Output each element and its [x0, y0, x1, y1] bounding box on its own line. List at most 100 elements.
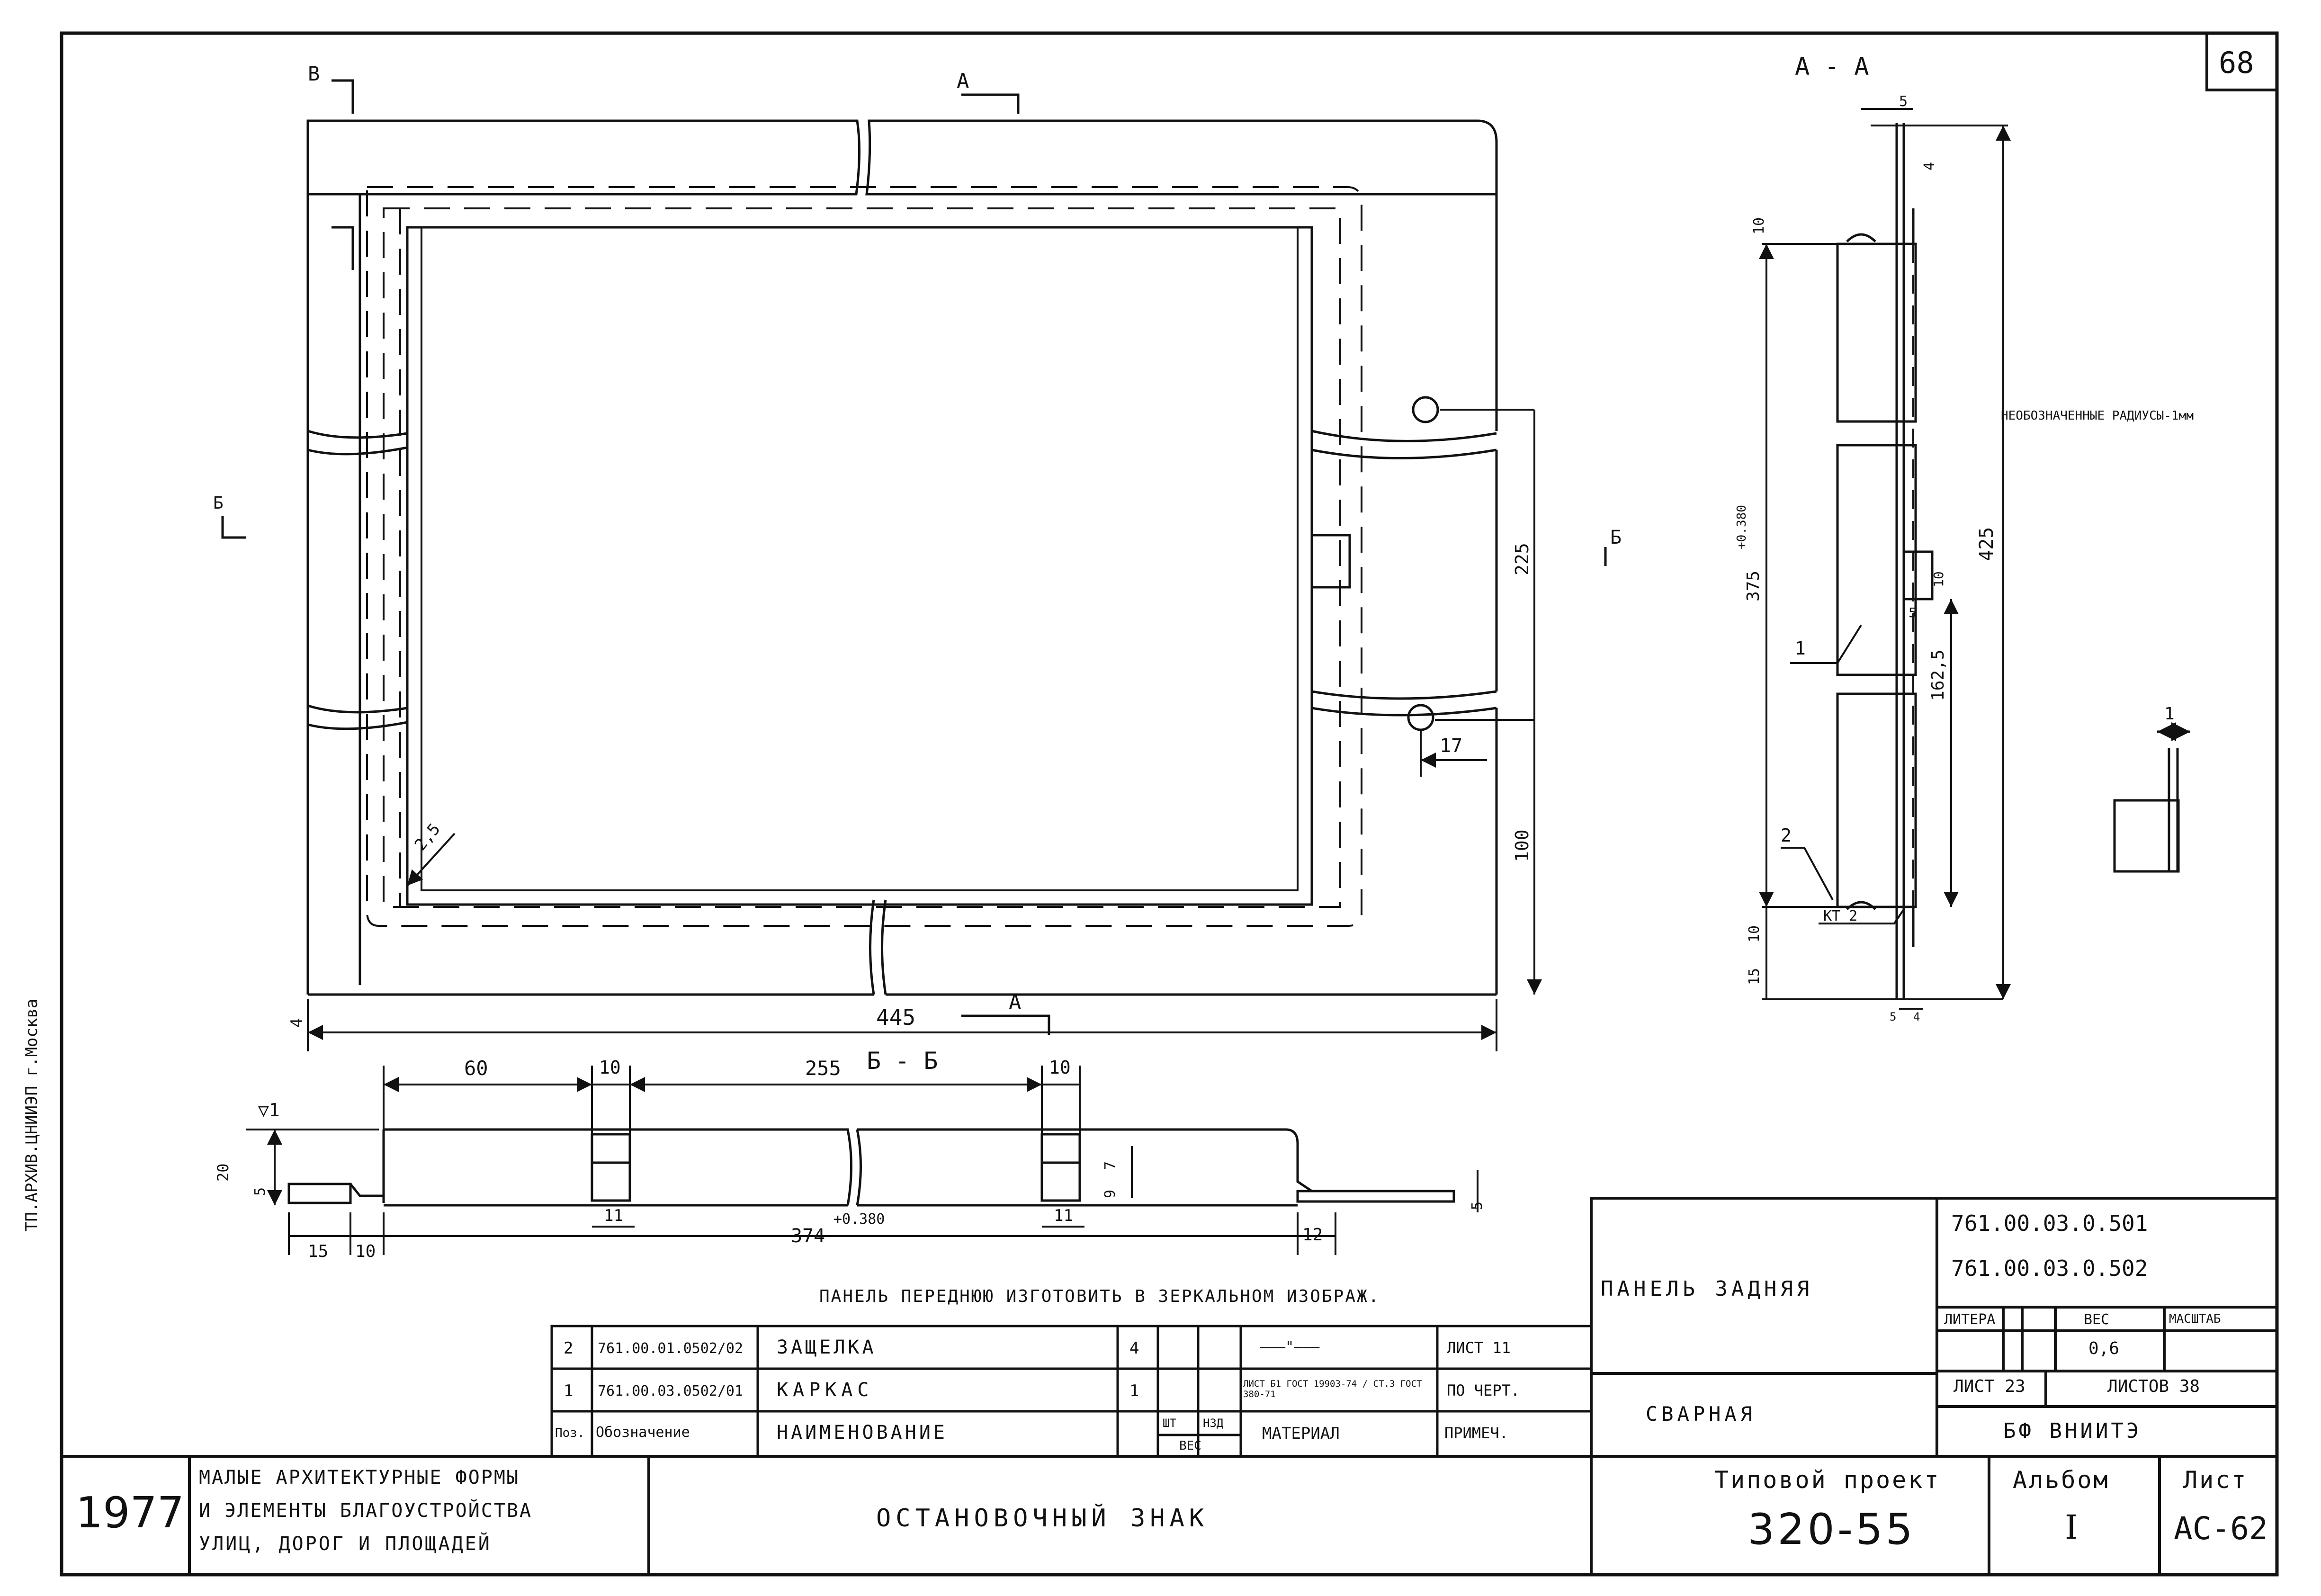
cut-b-right: Б — [1610, 527, 1622, 548]
dim-17: 17 — [1440, 735, 1463, 757]
dim-width: 445 — [876, 1004, 916, 1030]
year: 1977 — [76, 1488, 185, 1538]
spec-row-2-pos: 2 — [564, 1339, 574, 1358]
project-label: Типовой проект — [1714, 1466, 1941, 1494]
bb-tol-374: +0.380 — [833, 1211, 885, 1228]
spec-header-pos: Поз. — [555, 1426, 585, 1440]
aa-weld-mark: КТ 2 — [1823, 908, 1858, 924]
object-name: ОСТАНОВОЧНЫЙ ЗНАК — [876, 1504, 1209, 1533]
weight-value: 0,6 — [2088, 1339, 2120, 1358]
project-number: 320-55 — [1747, 1505, 1916, 1554]
spec-header-material: МАТЕРИАЛ — [1262, 1424, 1340, 1443]
list-label: ЛИСТ 23 — [1954, 1377, 2025, 1396]
section-bb-title: Б - Б — [867, 1047, 938, 1075]
section-aa-dimensions — [1759, 108, 2011, 1010]
bb-mark-v1: ▽1 — [258, 1100, 280, 1121]
dim-225: 225 — [1512, 543, 1532, 575]
spec-header-weight2: ВЕС — [1179, 1439, 1201, 1453]
section-bb-dimensions — [246, 1066, 1479, 1255]
aa-dim-4-top: 4 — [1921, 161, 1938, 170]
bb-dim-10c: 10 — [355, 1242, 376, 1261]
spec-row-1-name: КАРКАС — [777, 1379, 874, 1401]
aa-leader-1: 1 — [1795, 638, 1806, 659]
aa-dim-425: 425 — [1976, 527, 1998, 561]
aa-dim-5-mid: 5 — [1909, 605, 1917, 620]
aa-note-radii: НЕОБОЗНАЧЕННЫЕ РАДИУСЫ-1мм — [2001, 409, 2194, 423]
spec-row-2-designation: 761.00.01.0502/02 — [598, 1340, 744, 1357]
spec-header-weight1: НЗД — [1203, 1417, 1224, 1430]
cut-v: В — [308, 62, 320, 85]
hidden-lines — [366, 186, 1362, 927]
org-label: БФ ВНИИТЭ — [2003, 1419, 2142, 1443]
bb-dim-255: 255 — [805, 1057, 841, 1080]
bb-dim-11b: 11 — [1054, 1206, 1073, 1225]
aa-tol-375: +0.380 — [1735, 505, 1749, 549]
listov-label: ЛИСТОВ 38 — [2107, 1377, 2200, 1396]
aa-dim-15-bot: 15 — [1746, 968, 1763, 985]
detail-view — [2113, 722, 2190, 873]
masshtab-label: МАСШТАБ — [2169, 1312, 2221, 1326]
detail-dim-1: 1 — [2164, 704, 2175, 724]
album-value: I — [2065, 1508, 2078, 1547]
bb-dim-12: 12 — [1302, 1225, 1323, 1245]
spec-row-2-material: ———"——— — [1260, 1339, 1320, 1355]
cut-b-left: Б — [213, 493, 224, 513]
aa-dim-5-top: 5 — [1899, 93, 1908, 110]
bb-dim-10b: 10 — [1049, 1057, 1071, 1078]
code-1: 761.00.03.0.501 — [1951, 1210, 2148, 1236]
spec-header-name: НАИМЕНОВАНИЕ — [777, 1422, 948, 1444]
spec-row-1-pos: 1 — [564, 1381, 574, 1400]
sheet-label: Лист — [2183, 1466, 2248, 1494]
sheet-frame — [60, 31, 2279, 1577]
dim-100: 100 — [1512, 829, 1532, 862]
aa-dim-10-bot: 10 — [1746, 925, 1763, 942]
spec-header-designation: Обозначение — [596, 1424, 690, 1441]
spec-row-1-note: ПО ЧЕРТ. — [1447, 1381, 1520, 1399]
cut-a-top: А — [957, 69, 969, 93]
series-line-3: УЛИЦ, ДОРОГ И ПЛОЩАДЕЙ — [199, 1533, 492, 1555]
bb-dim-20: 20 — [214, 1163, 232, 1182]
album-label: Альбом — [2013, 1466, 2110, 1494]
series-line-1: МАЛЫЕ АРХИТЕКТУРНЫЕ ФОРМЫ — [199, 1467, 520, 1488]
sheet-value: АС-62 — [2174, 1510, 2268, 1547]
section-bb — [287, 1128, 1455, 1207]
spec-row-2-name: ЗАЩЕЛКА — [777, 1336, 877, 1358]
bb-dim-10a: 10 — [599, 1057, 621, 1078]
bb-dim-5-left: 5 — [252, 1187, 269, 1196]
main-view — [306, 119, 1498, 996]
code-2: 761.00.03.0.502 — [1951, 1255, 2148, 1281]
dim-4: 4 — [287, 1018, 306, 1028]
bb-dim-9: 9 — [1102, 1189, 1119, 1198]
aa-dim-10-top: 10 — [1751, 217, 1767, 234]
bb-dim-374: 374 — [791, 1225, 825, 1247]
bb-dim-11a: 11 — [604, 1206, 623, 1225]
aa-leader-2: 2 — [1781, 825, 1792, 846]
spec-row-1-designation: 761.00.03.0502/01 — [598, 1383, 744, 1399]
cut-a-bottom: А — [1009, 990, 1022, 1014]
aa-dim-5-b1: 5 — [1890, 1010, 1897, 1023]
spec-header-note: ПРИМЕЧ. — [1444, 1424, 1508, 1442]
note-mirror: ПАНЕЛЬ ПЕРЕДНЮЮ ИЗГОТОВИТЬ В ЗЕРКАЛЬНОМ … — [819, 1287, 1380, 1306]
section-markers — [221, 79, 1607, 1035]
bb-dim-7: 7 — [1102, 1161, 1119, 1170]
aa-dim-4-b2: 4 — [1913, 1010, 1920, 1023]
spec-row-2-note: ЛИСТ 11 — [1447, 1339, 1511, 1357]
spec-header-qty: ШТ — [1163, 1417, 1176, 1430]
spec-row-2-qty: 4 — [1129, 1339, 1139, 1358]
series-line-2: И ЭЛЕМЕНТЫ БЛАГОУСТРОЙСТВА — [199, 1500, 533, 1522]
section-aa-title: А - А — [1795, 53, 1869, 81]
part-name: ПАНЕЛЬ ЗАДНЯЯ — [1601, 1277, 1813, 1301]
spec-row-1-material: ЛИСТ Б1 ГОСТ 19903-74 / СТ.3 ГОСТ 380-71 — [1243, 1379, 1422, 1399]
bb-dim-5-right: 5 — [1469, 1201, 1486, 1210]
aa-dim-10-mid: 10 — [1931, 571, 1946, 587]
section-aa — [1836, 123, 1934, 999]
aa-dim-162: 162,5 — [1928, 649, 1948, 701]
part-type: СВАРНАЯ — [1646, 1402, 1756, 1426]
page-number: 68 — [2219, 45, 2254, 80]
bb-dim-60: 60 — [464, 1057, 488, 1080]
ves-label: ВЕС — [2084, 1311, 2110, 1328]
page-number-box — [2205, 32, 2278, 91]
litera-label: ЛИТЕРА — [1944, 1311, 1996, 1328]
aa-dim-375: 375 — [1744, 570, 1763, 601]
